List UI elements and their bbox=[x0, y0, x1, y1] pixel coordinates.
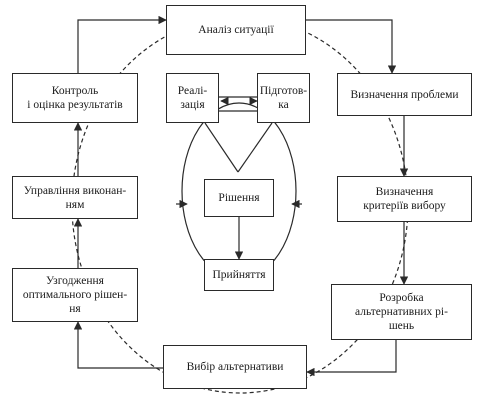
node-alternatives-development: Розробка альтернативних рі- шень bbox=[331, 284, 472, 340]
node-preparation: Підготов- ка bbox=[257, 73, 310, 123]
node-situation-analysis: Аналіз ситуації bbox=[166, 5, 306, 55]
node-criteria-definition: Визначення критеріїв вибору bbox=[337, 176, 472, 222]
node-optimal-decision-agreement: Узгодження оптимального рішен- ня bbox=[12, 268, 138, 322]
node-optimal-decision-agreement-label: Узгодження оптимального рішен- ня bbox=[22, 275, 128, 315]
node-execution-management: Управління виконан- ням bbox=[12, 176, 138, 219]
edge-control-to-analysis bbox=[77, 15, 167, 73]
node-adoption-label: Прийняття bbox=[212, 269, 266, 281]
node-criteria-definition-label: Визначення критеріїв вибору bbox=[363, 186, 446, 212]
edge-realization-to-solution bbox=[204, 122, 239, 173]
edge-preparation-to-solution bbox=[237, 122, 273, 173]
edge-alternatives-to-choice bbox=[306, 340, 397, 377]
edge-analysis-to-problem bbox=[306, 19, 397, 74]
node-realization: Реалі- зація bbox=[166, 73, 219, 123]
node-problem-definition-label: Визначення проблеми bbox=[350, 88, 459, 101]
node-realization-label: Реалі- зація bbox=[177, 85, 208, 111]
node-situation-analysis-label: Аналіз ситуації bbox=[198, 24, 274, 36]
node-control-evaluation: Контроль і оцінка результатів bbox=[12, 73, 138, 123]
edge-choice-to-agree bbox=[73, 321, 163, 369]
node-problem-definition: Визначення проблеми bbox=[337, 73, 472, 116]
node-decision-label: Рішення bbox=[218, 192, 260, 204]
node-alternative-choice: Вибір альтернативи bbox=[163, 345, 307, 389]
node-decision: Рішення bbox=[204, 179, 274, 217]
node-execution-management-label: Управління виконан- ням bbox=[23, 184, 127, 211]
node-alternatives-development-label: Розробка альтернативних рі- шень bbox=[355, 292, 448, 332]
node-adoption: Прийняття bbox=[204, 259, 274, 291]
node-preparation-label: Підготов- ка bbox=[259, 85, 308, 111]
node-control-evaluation-label: Контроль і оцінка результатів bbox=[27, 85, 123, 111]
node-alternative-choice-label: Вибір альтернативи bbox=[186, 361, 284, 373]
